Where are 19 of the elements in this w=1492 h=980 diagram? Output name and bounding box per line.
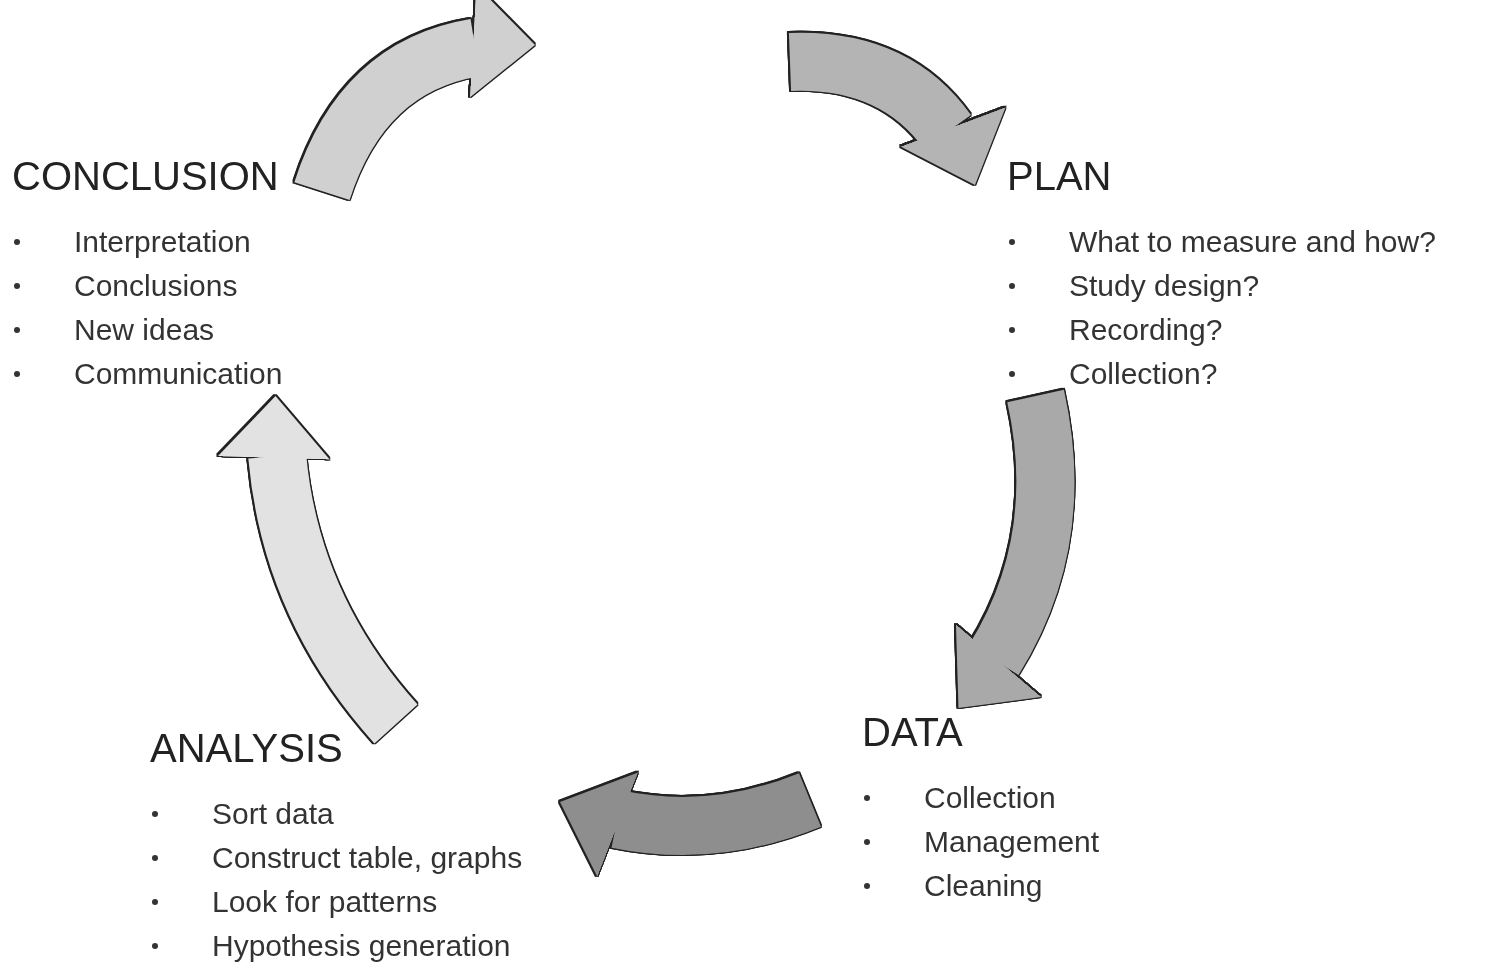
stage-heading: ANALYSIS	[150, 725, 343, 772]
list-item: Hypothesis generation	[212, 928, 511, 964]
list-item: Sort data	[212, 796, 334, 832]
list-item: Construct table, graphs	[212, 840, 523, 876]
list-item: Collection?	[1069, 356, 1218, 392]
list-item: Study design?	[1069, 268, 1260, 304]
list-item: Recording?	[1069, 312, 1223, 348]
list-item: Collection	[924, 780, 1056, 816]
stage-heading: CONCLUSION	[12, 153, 279, 200]
list-item: New ideas	[74, 312, 215, 348]
list-item: Cleaning	[924, 868, 1043, 904]
stage-heading: PLAN	[1007, 153, 1112, 200]
list-item: Conclusions	[74, 268, 238, 304]
stage-heading: DATA	[862, 709, 963, 756]
list-item: Management	[924, 824, 1100, 860]
list-item: What to measure and how?	[1069, 224, 1436, 260]
list-item: Communication	[74, 356, 283, 392]
list-item: Look for patterns	[212, 884, 438, 920]
list-item: Interpretation	[74, 224, 251, 260]
